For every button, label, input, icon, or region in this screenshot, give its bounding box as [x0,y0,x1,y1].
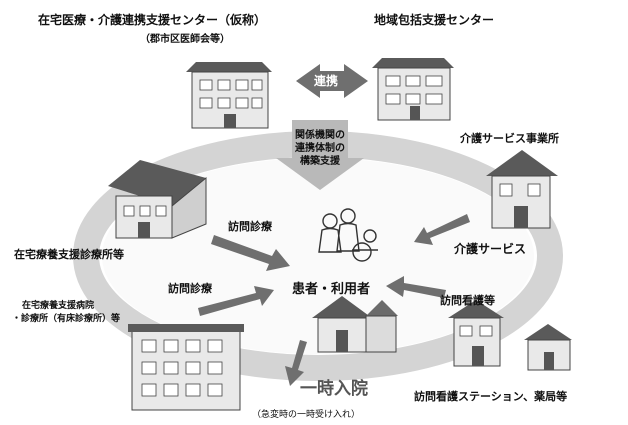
label-home-care-hospital-line1: 在宅療養支援病院 [22,301,95,311]
label-admission-note: （急変時の一時受け入れ） [252,410,361,420]
label-home-nursing: 訪問看護等 [440,294,495,307]
support-down-arrow [276,120,364,190]
label-home-care-center: 在宅医療・介護連携支援センター（仮称） [38,13,267,27]
label-cooperation: 連携 [314,74,339,88]
arrow-care-service [414,214,470,245]
label-home-visit-top: 訪問診療 [228,220,272,233]
arrow-temp-admission [285,340,307,386]
label-home-care-clinic: 在宅療養支援診療所等 [14,248,124,261]
building-care-service-office [486,150,558,229]
building-hospital [128,324,244,411]
label-care-service-office: 介護サービス事業所 [460,132,559,145]
building-community-center [372,58,454,121]
label-home-care-hospital-line2: ・診療所（有床診療所）等 [12,314,121,324]
arrow-nursing [386,276,446,298]
label-support-line1: 関係機関の [295,130,345,141]
label-support-line3: 構築支援 [300,156,340,167]
arrow-visit-top [211,235,290,271]
label-community-center: 地域包括支援センター [374,13,495,27]
label-nursing-station: 訪問看護ステーション、薬局等 [414,390,568,403]
label-care-service: 介護サービス [454,242,527,256]
building-patient-home [312,296,398,353]
arrow-visit-left [198,286,274,316]
label-patient: 患者・利用者 [292,282,371,297]
label-support-line2: 連携体制の [295,143,345,154]
building-clinic [108,160,207,239]
patient-people-illustration [318,208,378,262]
label-temp-admission: 一時入院 [300,379,368,399]
label-home-care-center-sub: （郡市区医師会等） [140,34,230,45]
building-home-care-center [186,62,272,129]
cooperation-arrow [296,64,368,98]
label-home-visit-left: 訪問診療 [168,282,212,295]
building-nursing-station [448,300,572,371]
